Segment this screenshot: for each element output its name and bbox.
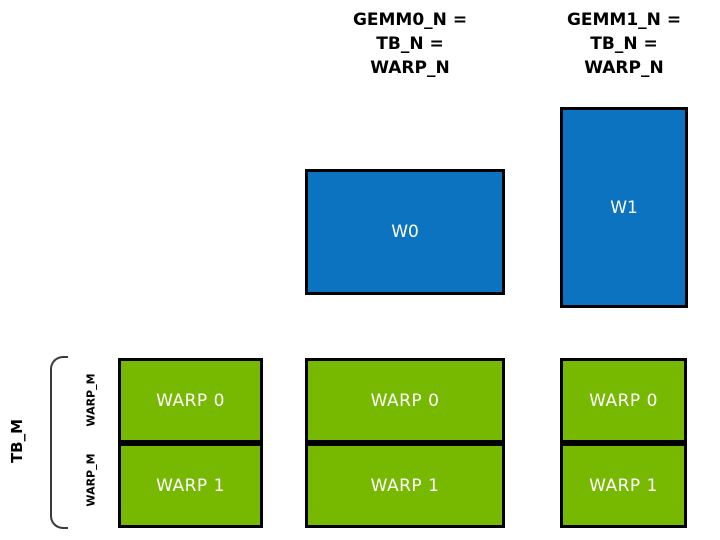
warp-tile-w0: W0 [305, 169, 505, 295]
warp-tile-w0-label: W0 [391, 222, 419, 242]
gemm1-header-line2: TB_N = [590, 34, 658, 54]
thread-block-1-warp-1: WARP 1 [305, 443, 505, 528]
thread-block-2: WARP 0 WARP 1 [560, 358, 687, 528]
thread-block-0-warp-0: WARP 0 [118, 358, 263, 443]
gemm0-header-line1: GEMM0_N = [352, 10, 468, 30]
thread-block-2-warp-0: WARP 0 [560, 358, 687, 443]
tb-m-label: TB_M [8, 418, 26, 464]
thread-block-2-warp-1: WARP 1 [560, 443, 687, 528]
gemm0-header-line2: TB_N = [376, 34, 444, 54]
warp-tile-w1-label: W1 [610, 197, 638, 218]
thread-block-0: WARP 0 WARP 1 [118, 358, 263, 528]
warp-tile-w1: W1 [560, 107, 688, 308]
thread-block-1-warp-0: WARP 0 [305, 358, 505, 443]
tb-m-bracket [50, 356, 68, 529]
thread-block-1: WARP 0 WARP 1 [305, 358, 505, 528]
gemm1-header-line1: GEMM1_N = [566, 10, 682, 30]
warp-m-label-top: WARP_M [84, 373, 98, 427]
gemm0-column-header: GEMM0_N = TB_N = WARP_N [310, 8, 510, 80]
gemm0-header-line3: WARP_N [370, 58, 450, 78]
warp-m-label-bottom: WARP_M [84, 453, 98, 507]
gemm1-column-header: GEMM1_N = TB_N = WARP_N [560, 8, 688, 80]
thread-block-0-warp-1: WARP 1 [118, 443, 263, 528]
gemm1-header-line3: WARP_N [584, 58, 664, 78]
